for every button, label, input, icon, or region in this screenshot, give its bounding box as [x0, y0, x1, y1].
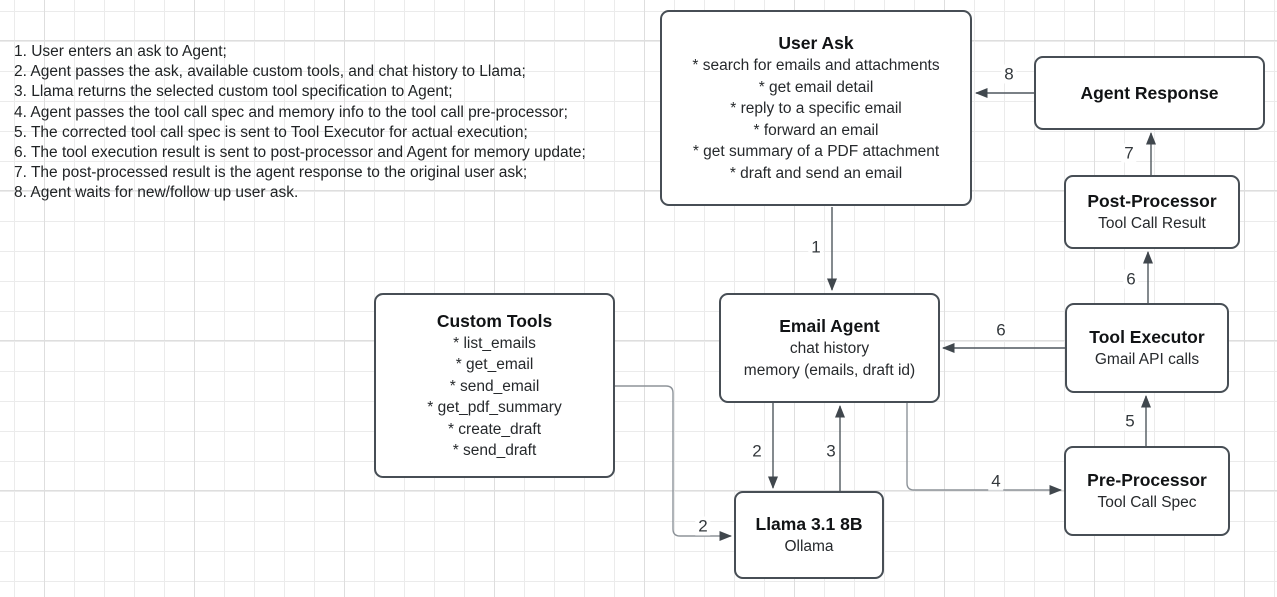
node-llama: Llama 3.1 8B Ollama [734, 491, 884, 579]
node-title: Pre-Processor [1087, 469, 1207, 490]
node-user-ask: User Ask * search for emails and attachm… [660, 10, 972, 206]
flow-step: 4. Agent passes the tool call spec and m… [14, 103, 568, 121]
node-line: Tool Call Spec [1097, 493, 1197, 511]
edge-label-step6-to-post-processor: 6 [1123, 269, 1139, 289]
node-agent-response: Agent Response [1034, 56, 1265, 130]
node-line: * forward an email [753, 121, 879, 139]
node-line: * get email detail [758, 78, 874, 96]
edge-label-step5: 5 [1122, 411, 1138, 431]
node-line: * search for emails and attachments [692, 57, 940, 74]
edge-label-step1: 1 [808, 237, 824, 257]
node-line: chat history [789, 340, 870, 357]
node-line: * list_emails [453, 334, 536, 352]
node-line: Ollama [784, 537, 834, 555]
node-line: * draft and send an email [729, 164, 903, 182]
node-line: * send_email [449, 377, 540, 395]
edge-step4-email-agent-to-pre-processor [906, 403, 1062, 495]
node-title: Email Agent [779, 316, 880, 336]
node-title: Agent Response [1080, 82, 1219, 103]
flow-step: 2. Agent passes the ask, available custo… [14, 63, 526, 81]
node-title: User Ask [778, 33, 854, 53]
node-line: * create_draft [447, 420, 542, 438]
flow-step: 6. The tool execution result is sent to … [14, 144, 586, 162]
flow-step: 8. Agent waits for new/follow up user as… [14, 184, 299, 202]
flow-step: 1. User enters an ask to Agent; [14, 43, 227, 60]
edge-step2-custom-tools-to-llama [615, 385, 732, 541]
node-line: * get_pdf_summary [427, 399, 562, 416]
flow-steps-list: 1. User enters an ask to Agent; 2. Agent… [14, 42, 586, 204]
edge-label-step8: 8 [1001, 64, 1017, 84]
edge-label-step2-tools-to-llama: 2 [695, 516, 711, 536]
node-pre-processor: Pre-Processor Tool Call Spec [1064, 446, 1230, 536]
node-line: * get summary of a PDF attachment [692, 143, 940, 160]
node-line: * get_email [455, 356, 534, 373]
node-post-processor: Post-Processor Tool Call Result [1064, 175, 1240, 249]
node-title: Post-Processor [1087, 190, 1217, 211]
node-line: Gmail API calls [1094, 350, 1200, 368]
node-tool-executor: Tool Executor Gmail API calls [1065, 303, 1229, 393]
edge-label-step2-agent-to-llama: 2 [749, 441, 765, 461]
node-line: * send_draft [452, 442, 537, 459]
node-email-agent: Email Agent chat history memory (emails,… [719, 293, 940, 403]
flow-step: 3. Llama returns the selected custom too… [14, 83, 453, 101]
edge-label-step4: 4 [988, 471, 1004, 491]
node-line: memory (emails, draft id) [743, 361, 916, 379]
node-line: * reply to a specific email [730, 100, 902, 117]
edge-label-step3: 3 [823, 441, 839, 461]
edge-label-step7: 7 [1121, 143, 1137, 163]
node-custom-tools: Custom Tools * list_emails * get_email *… [374, 293, 615, 478]
node-title: Custom Tools [436, 310, 553, 331]
node-line: Tool Call Result [1098, 214, 1206, 232]
node-title: Llama 3.1 8B [755, 513, 863, 534]
flow-step: 7. The post-processed result is the agen… [14, 164, 528, 182]
edge-label-step6-to-email-agent: 6 [993, 320, 1009, 340]
node-title: Tool Executor [1089, 326, 1205, 347]
flow-step: 5. The corrected tool call spec is sent … [14, 123, 528, 141]
